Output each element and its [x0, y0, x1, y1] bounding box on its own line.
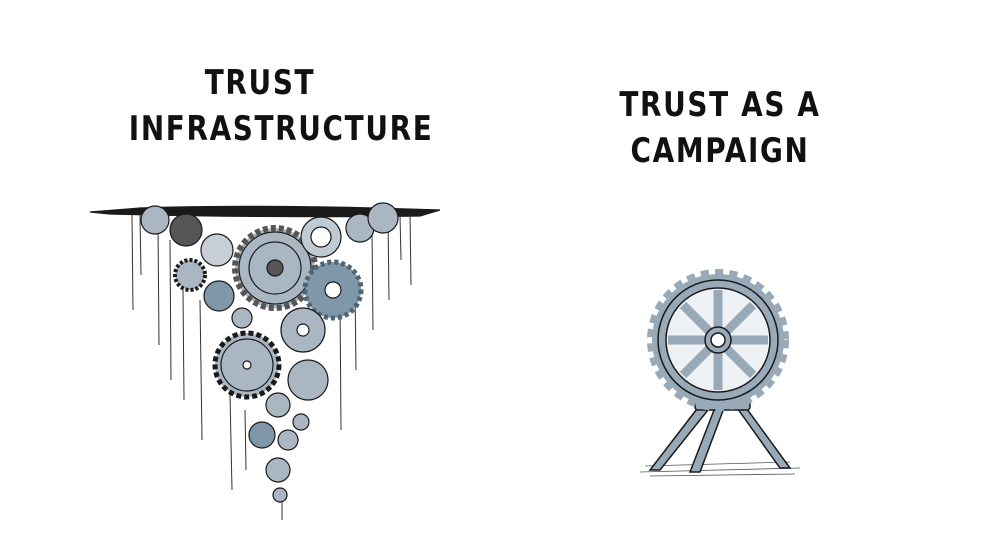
- right-title-line-2: CAMPAIGN: [630, 131, 810, 171]
- left-title-line-1: TRUST: [204, 63, 316, 103]
- left-title-line-2: INFRASTRUCTURE: [128, 109, 434, 149]
- campaign-gear-illustration: [639, 269, 801, 477]
- right-panel-title: TRUST AS A CAMPAIGN: [613, 82, 826, 174]
- right-title-line-1: TRUST AS A: [619, 85, 821, 125]
- left-panel-title: TRUST INFRASTRUCTURE: [128, 60, 434, 152]
- infrastructure-gears-illustration: [89, 202, 441, 520]
